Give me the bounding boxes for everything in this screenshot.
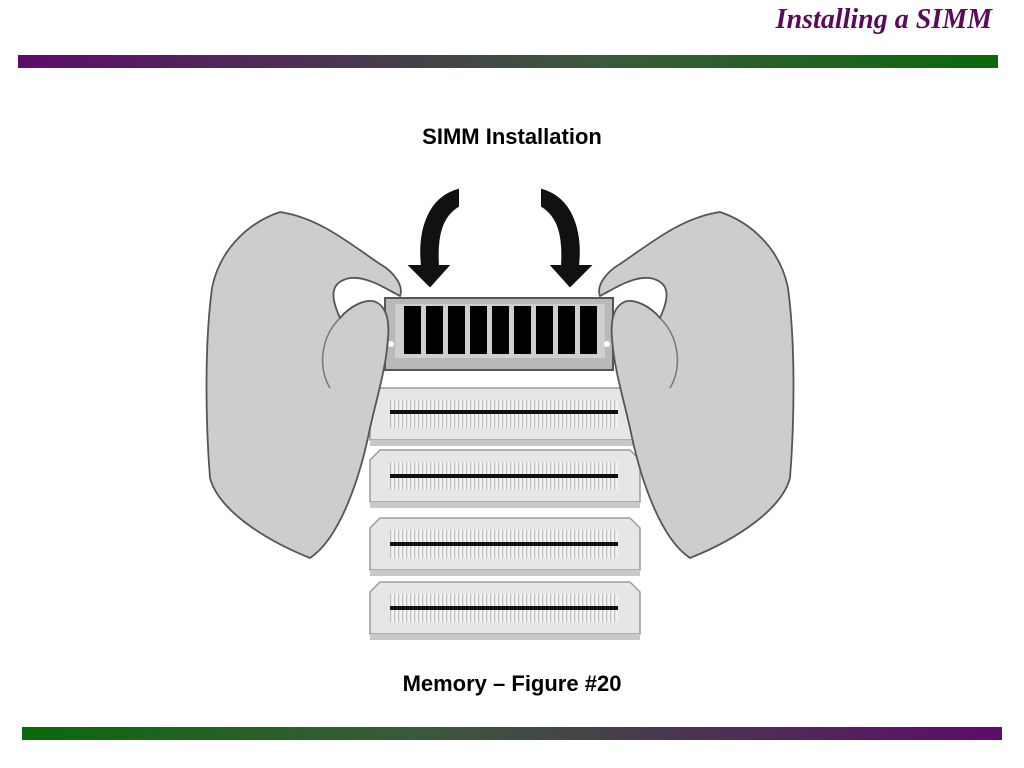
header-divider-bar	[18, 55, 998, 68]
hand-right-icon	[598, 211, 795, 560]
memory-slot-icon	[369, 387, 641, 446]
simm-installation-illustration	[205, 188, 795, 640]
arrow-down-curved-icon	[407, 188, 459, 288]
memory-slot-icon	[369, 449, 641, 508]
arrow-down-curved-icon	[541, 188, 593, 288]
figure-title: SIMM Installation	[422, 124, 602, 149]
hand-left-icon	[205, 211, 402, 560]
simm-module-icon	[384, 297, 614, 371]
figure-caption: Memory – Figure #20	[402, 671, 622, 696]
memory-slot-icon	[369, 581, 641, 640]
slide-title: Installing a SIMM	[775, 4, 992, 35]
memory-slot-icon	[369, 517, 641, 576]
footer-divider-bar	[22, 727, 1002, 740]
